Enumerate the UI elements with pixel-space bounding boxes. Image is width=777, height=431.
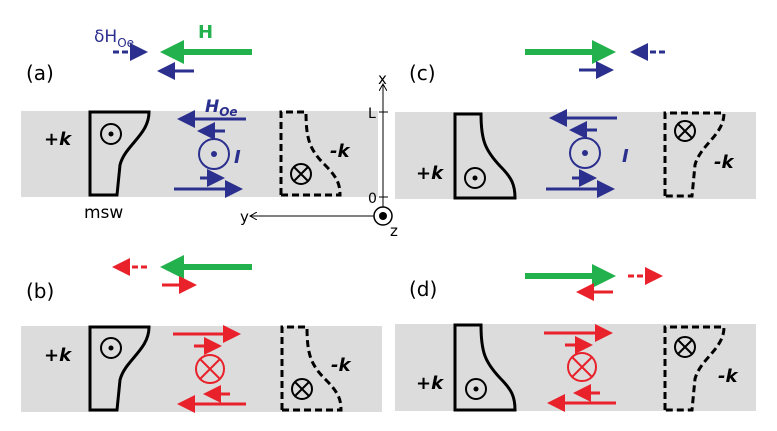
waveguide-band [21,326,382,412]
dot-circle-icon [100,337,122,359]
field-h-label: H [198,22,213,43]
cross-circle-icon [290,163,312,185]
panel-d: (d) +k -k [395,264,756,412]
h-oe-label: HOe [205,97,238,119]
panel-label-b: (b) [26,279,54,303]
plus-k-label: +k [44,345,72,366]
cross-circle-icon [674,336,696,358]
minus-k-label: -k [718,366,738,387]
tick-0-label: 0 [368,191,377,207]
msw-profile-solid [453,323,517,412]
panel-b: (b) +k -k [21,255,382,413]
msw-profile-dashed [663,111,726,198]
panel-label-d: (d) [409,277,437,301]
plus-k-label: +k [44,129,72,150]
current-label: I [622,146,629,167]
coordinate-axes: x L 0 y z [240,70,398,240]
current-in-icon [195,354,225,384]
plus-k-label: +k [416,163,444,184]
minus-k-label: -k [330,141,350,162]
msw-profile-solid [453,112,517,200]
cross-circle-icon [291,378,313,400]
current-in-icon [567,352,597,382]
z-axis-label: z [390,222,398,240]
waveguide-band [395,112,756,199]
delta-h-label: δHOe [94,27,134,50]
y-axis-label: y [240,208,249,226]
panel-a: (a) δHOe H +k msw HOe I -k [21,22,378,223]
cross-circle-icon [674,120,696,142]
current-label: I [234,147,241,168]
x-axis-label: x [378,70,387,88]
dot-circle-icon [464,167,486,189]
msw-profile-solid [88,110,151,197]
msw-label: msw [84,203,123,223]
minus-k-label: -k [331,355,351,376]
tick-l-label: L [368,106,376,122]
msw-profile-dashed [279,110,342,197]
dot-circle-icon [100,123,122,145]
msw-profile-dashed [280,325,343,412]
panel-label-c: (c) [409,61,436,85]
minus-k-label: -k [714,152,734,173]
dot-circle-icon [465,378,487,400]
msw-profile-dashed [663,325,726,412]
plus-k-label: +k [416,373,444,394]
current-out-icon [569,137,601,169]
panel-c: (c) +k I -k [395,40,756,200]
panel-label-a: (a) [26,61,54,85]
msw-profile-solid [88,325,151,412]
